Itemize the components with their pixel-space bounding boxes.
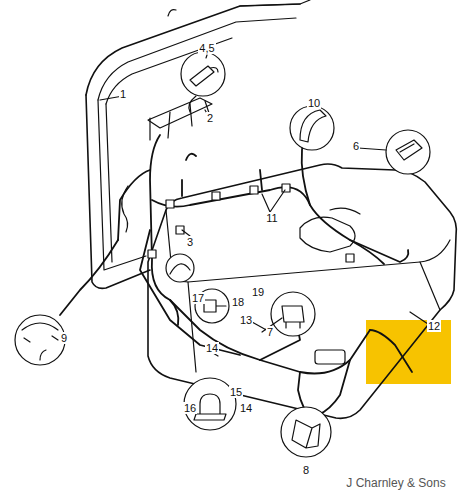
callout-number: 14 [205,342,219,354]
highlight-box [366,320,451,384]
callout-number: 1 [119,88,127,100]
callout-number: 6 [352,140,360,152]
callout-number: 12 [427,320,441,332]
callout-number: 18 [231,296,245,308]
callout-number: 3 [186,236,194,248]
callout-number: 19 [251,286,265,298]
watermark: J Charnley & Sons [345,477,446,489]
callout-number: 17 [191,292,205,304]
callout-number: 9 [60,332,68,344]
callout-number: 11 [265,212,278,224]
callout-number: 16 [183,402,197,414]
callout-number: 4,5 [198,42,215,54]
callout-number: 13 [239,314,253,326]
callout-number: 8 [302,464,310,476]
callout-number: 10 [307,97,321,109]
callout-number: 14 [239,402,253,414]
callout-number: 2 [206,112,214,124]
callout-number: 15 [229,386,243,398]
callout-number: 7 [266,326,274,338]
